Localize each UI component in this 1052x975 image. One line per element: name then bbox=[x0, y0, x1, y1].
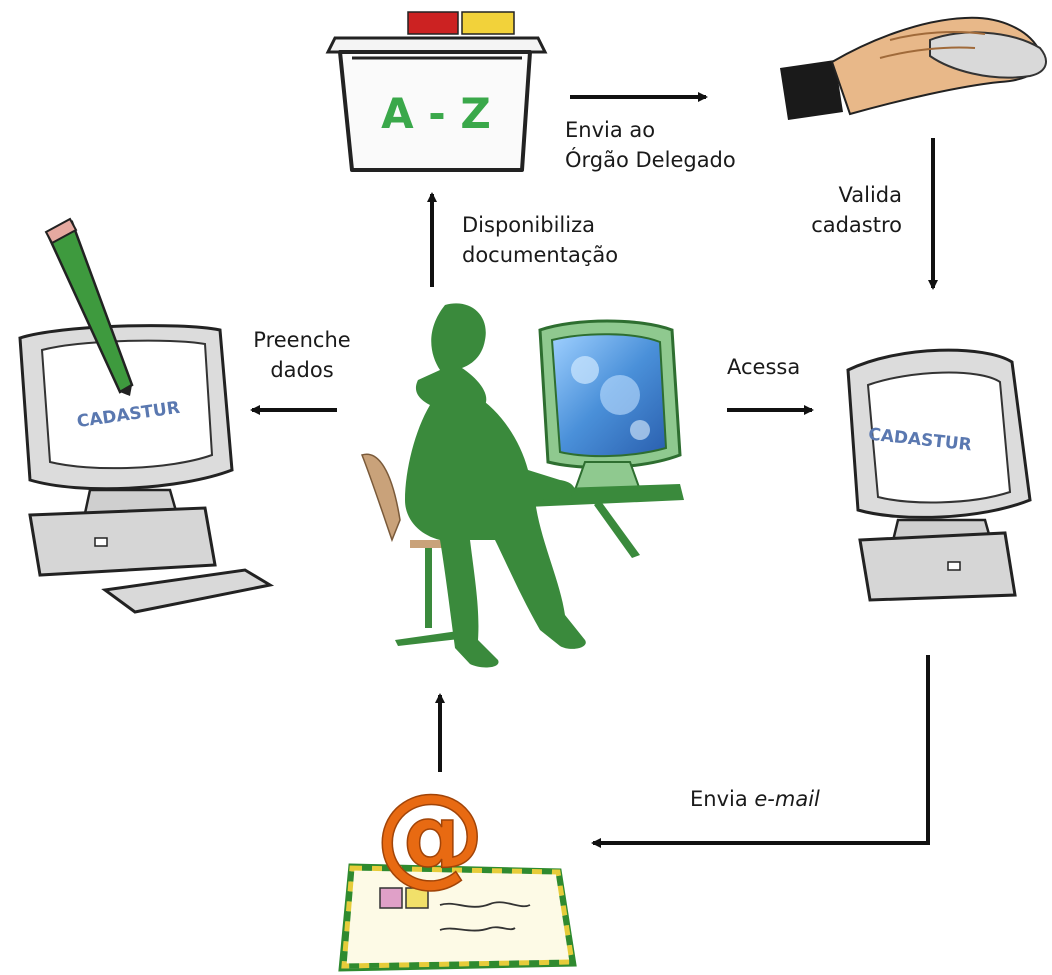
left-monitor-illustration: CADASTUR bbox=[18, 324, 275, 614]
label-valida-line1: Valida bbox=[838, 183, 902, 207]
label-acessa: Acessa bbox=[727, 352, 827, 382]
right-monitor-illustration: CADASTUR bbox=[846, 348, 1032, 602]
hand-mouse-illustration bbox=[780, 16, 1047, 120]
arrow-monitor-to-email bbox=[591, 655, 930, 848]
label-envia-orgao-line2: Órgão Delegado bbox=[565, 148, 736, 172]
label-envia-orgao: Envia ao Órgão Delegado bbox=[565, 115, 785, 175]
label-envia-email-prefix: Envia bbox=[690, 787, 755, 811]
person-at-computer-illustration bbox=[361, 303, 684, 668]
label-preenche-line1: Preenche bbox=[253, 328, 351, 352]
label-valida-line2: cadastro bbox=[811, 213, 902, 237]
pencil-illustration bbox=[44, 217, 134, 396]
label-envia-orgao-line1: Envia ao bbox=[565, 118, 656, 142]
label-preenche-dados: Preenche dados bbox=[232, 325, 372, 385]
label-acessa-text: Acessa bbox=[727, 355, 801, 379]
label-disponibiliza-line2: documentação bbox=[462, 243, 619, 267]
label-envia-email-italic: e-mail bbox=[754, 787, 820, 811]
label-disponibiliza-line1: Disponibiliza bbox=[462, 213, 595, 237]
email-envelope-illustration: @ bbox=[338, 769, 577, 972]
label-preenche-line2: dados bbox=[270, 358, 334, 382]
email-at-symbol: @ bbox=[375, 770, 485, 898]
file-box-illustration: A - Z bbox=[325, 11, 548, 172]
label-disponibiliza: Disponibiliza documentação bbox=[462, 210, 692, 270]
file-box-label: A - Z bbox=[381, 89, 491, 138]
label-valida-cadastro: Valida cadastro bbox=[790, 180, 902, 240]
label-envia-email: Envia e-mail bbox=[690, 784, 890, 814]
